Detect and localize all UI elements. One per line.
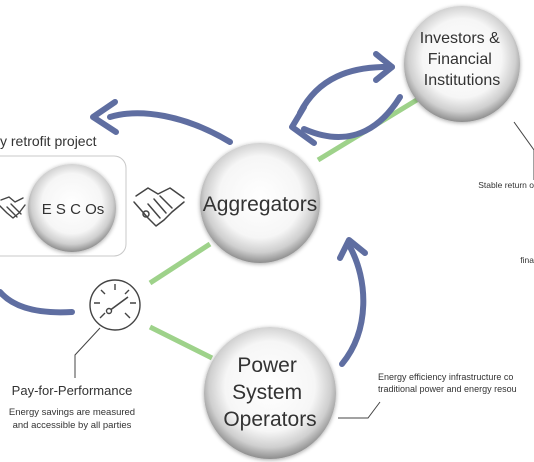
operators-label: Power System Operators [223, 354, 316, 431]
handshake-icon [0, 196, 26, 219]
efficiency-infra-line-2: traditional power and energy resou [378, 384, 517, 394]
speedometer-icon [89, 279, 141, 331]
arrow-aggregators-to-project [90, 99, 233, 145]
investors-node [404, 6, 520, 122]
operators-node [204, 327, 336, 459]
efficiency-infra-line-1: Energy efficiency infrastructure co [378, 372, 513, 382]
handshake-icon [133, 187, 185, 227]
stable-return-label: Stable return o [478, 180, 534, 190]
arrow-operators-to-aggregators [337, 237, 368, 367]
aggregators-label: Aggregators [203, 193, 317, 216]
retrofit-project-box [0, 155, 127, 257]
arrow-investors-to-aggregators [289, 94, 403, 146]
arrow-aggregators-to-investors [297, 51, 395, 116]
financing-label: fina [520, 255, 534, 265]
retrofit-project-title: y retrofit project [0, 133, 97, 149]
link-aggregators-meter [148, 241, 212, 286]
escos-node [28, 164, 116, 252]
leader-meter [74, 327, 101, 378]
escos-label: E S C Os [42, 201, 105, 218]
leader-operators [338, 401, 381, 419]
link-meter-operators [148, 324, 214, 361]
energy-savings-line-1: Energy savings are measured [9, 407, 135, 418]
leader-investors [513, 121, 534, 180]
investors-label: Investors & Financial Institutions [420, 30, 504, 89]
pay-for-performance-label: Pay-for-Performance [12, 383, 133, 398]
arrow-from-left-edge [0, 289, 75, 316]
aggregators-node [200, 143, 320, 263]
energy-savings-line-2: and accessible by all parties [13, 420, 132, 431]
